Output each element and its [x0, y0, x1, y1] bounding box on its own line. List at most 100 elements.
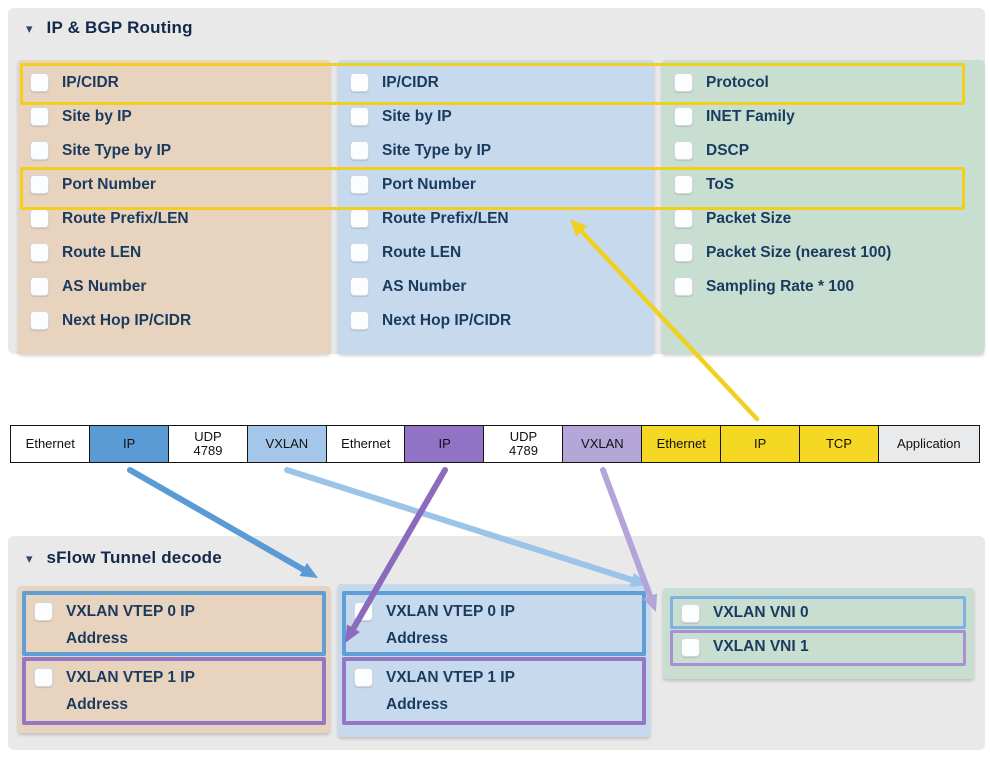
checkbox[interactable]	[30, 107, 49, 126]
checkbox-row[interactable]: Site by IP	[338, 102, 654, 136]
packet-segment-ip: IP	[404, 425, 485, 463]
checkbox-label: Route Prefix/LEN	[382, 210, 509, 227]
checkbox[interactable]	[350, 175, 369, 194]
checkbox-row[interactable]: AS Number	[18, 272, 330, 306]
checkbox[interactable]	[674, 107, 693, 126]
checkbox-label: Route LEN	[62, 244, 142, 261]
checkbox-label: Port Number	[62, 176, 156, 193]
collapse-caret-icon[interactable]: ▾	[26, 20, 33, 36]
checkbox[interactable]	[30, 73, 49, 92]
packet-segment-udp-4789: UDP 4789	[167, 425, 249, 463]
packet-segment-ip: IP	[719, 425, 801, 463]
checkbox-row[interactable]: VXLAN VTEP 1 IP Address	[26, 661, 322, 718]
checkbox-row[interactable]: VXLAN VTEP 1 IP Address	[346, 661, 642, 718]
checkbox-row[interactable]: Route LEN	[338, 238, 654, 272]
checkbox-row[interactable]: IP/CIDR	[338, 68, 654, 102]
checkbox-row[interactable]: Protocol	[662, 68, 984, 102]
checkbox-label: VXLAN VTEP 1 IP Address	[386, 669, 515, 713]
checkbox-row[interactable]: Next Hop IP/CIDR	[338, 306, 654, 340]
checkbox[interactable]	[350, 141, 369, 160]
checkbox[interactable]	[34, 602, 53, 621]
checkbox-label: ToS	[706, 176, 735, 193]
checkbox-label: VXLAN VNI 1	[713, 638, 809, 655]
checkbox-label: Site by IP	[382, 108, 452, 125]
checkbox[interactable]	[30, 243, 49, 262]
checkbox-row[interactable]: DSCP	[662, 136, 984, 170]
checkbox[interactable]	[350, 311, 369, 330]
checkbox-row[interactable]: Route LEN	[18, 238, 330, 272]
checkbox-row[interactable]: Sampling Rate * 100	[662, 272, 984, 306]
checkbox[interactable]	[681, 603, 700, 623]
checkbox[interactable]	[350, 107, 369, 126]
checkbox[interactable]	[354, 602, 373, 621]
checkbox-row[interactable]: Packet Size	[662, 204, 984, 238]
checkbox-label: VXLAN VNI 0	[713, 604, 809, 621]
checkbox-label: Packet Size	[706, 210, 792, 227]
vtep0-outer-box: VXLAN VTEP 0 IP Address	[22, 591, 326, 656]
checkbox[interactable]	[350, 73, 369, 92]
checkbox-row[interactable]: Next Hop IP/CIDR	[18, 306, 330, 340]
checkbox-row[interactable]: IP/CIDR	[18, 68, 330, 102]
checkbox-label: AS Number	[382, 278, 467, 295]
checkbox-label: Sampling Rate * 100	[706, 278, 855, 295]
checkbox[interactable]	[350, 209, 369, 228]
checkbox-row[interactable]: Port Number	[338, 170, 654, 204]
checkbox[interactable]	[350, 277, 369, 296]
packet-segment-application: Application	[877, 425, 981, 463]
packet-segment-vxlan: VXLAN	[562, 425, 643, 463]
checkbox-row[interactable]: Route Prefix/LEN	[338, 204, 654, 238]
checkbox[interactable]	[674, 243, 693, 262]
checkbox[interactable]	[674, 209, 693, 228]
checkbox-row[interactable]: Port Number	[18, 170, 330, 204]
checkbox-row[interactable]: Site Type by IP	[338, 136, 654, 170]
checkbox-row[interactable]: INET Family	[662, 102, 984, 136]
checkbox-row[interactable]: Route Prefix/LEN	[18, 204, 330, 238]
checkbox-row[interactable]: Packet Size (nearest 100)	[662, 238, 984, 272]
panel-title-sflow: sFlow Tunnel decode	[46, 548, 222, 567]
packet-segment-ip: IP	[88, 425, 170, 463]
checkbox-label: Next Hop IP/CIDR	[62, 312, 192, 329]
checkbox-label: AS Number	[62, 278, 147, 295]
packet-segment-ethernet: Ethernet	[10, 425, 91, 463]
checkbox[interactable]	[674, 73, 693, 92]
checkbox[interactable]	[30, 141, 49, 160]
checkbox[interactable]	[30, 209, 49, 228]
checkbox[interactable]	[674, 141, 693, 160]
checkbox[interactable]	[34, 668, 53, 687]
checkbox-label: Route LEN	[382, 244, 462, 261]
checkbox-label: Site Type by IP	[62, 142, 172, 159]
checkbox-row[interactable]: VXLAN VNI 0	[673, 599, 963, 625]
packet-segment-udp-4789: UDP 4789	[483, 425, 564, 463]
checkbox-label: VXLAN VTEP 1 IP Address	[66, 669, 195, 713]
checkbox-row[interactable]: VXLAN VNI 1	[673, 633, 963, 659]
packet-segment-ethernet: Ethernet	[641, 425, 722, 463]
checkbox[interactable]	[30, 175, 49, 194]
checkbox-row[interactable]: ToS	[662, 170, 984, 204]
checkbox[interactable]	[30, 277, 49, 296]
collapse-caret-icon[interactable]: ▾	[26, 550, 33, 566]
checkbox[interactable]	[350, 243, 369, 262]
packet-segment-tcp: TCP	[798, 425, 880, 463]
vtep1-outer-box: VXLAN VTEP 1 IP Address	[22, 657, 326, 725]
checkbox-label: Protocol	[706, 74, 769, 91]
checkbox-row[interactable]: AS Number	[338, 272, 654, 306]
checkbox-label: DSCP	[706, 142, 750, 159]
checkbox-label: VXLAN VTEP 0 IP Address	[386, 603, 515, 647]
checkbox-label: INET Family	[706, 108, 795, 125]
checkbox-row[interactable]: Site by IP	[18, 102, 330, 136]
checkbox-row[interactable]: VXLAN VTEP 0 IP Address	[346, 595, 642, 652]
checkbox-label: IP/CIDR	[382, 74, 439, 91]
checkbox-row[interactable]: VXLAN VTEP 0 IP Address	[26, 595, 322, 652]
checkbox-row[interactable]: Site Type by IP	[18, 136, 330, 170]
checkbox[interactable]	[681, 637, 700, 657]
checkbox[interactable]	[674, 277, 693, 296]
checkbox[interactable]	[354, 668, 373, 687]
ip-bgp-panel-header: ▾ IP & BGP Routing	[26, 18, 193, 38]
vtep0-inner-box: VXLAN VTEP 0 IP Address	[342, 591, 646, 656]
vtep1-inner-box: VXLAN VTEP 1 IP Address	[342, 657, 646, 725]
packet-segment-vxlan: VXLAN	[246, 425, 328, 463]
checkbox[interactable]	[30, 311, 49, 330]
checkbox[interactable]	[674, 175, 693, 194]
